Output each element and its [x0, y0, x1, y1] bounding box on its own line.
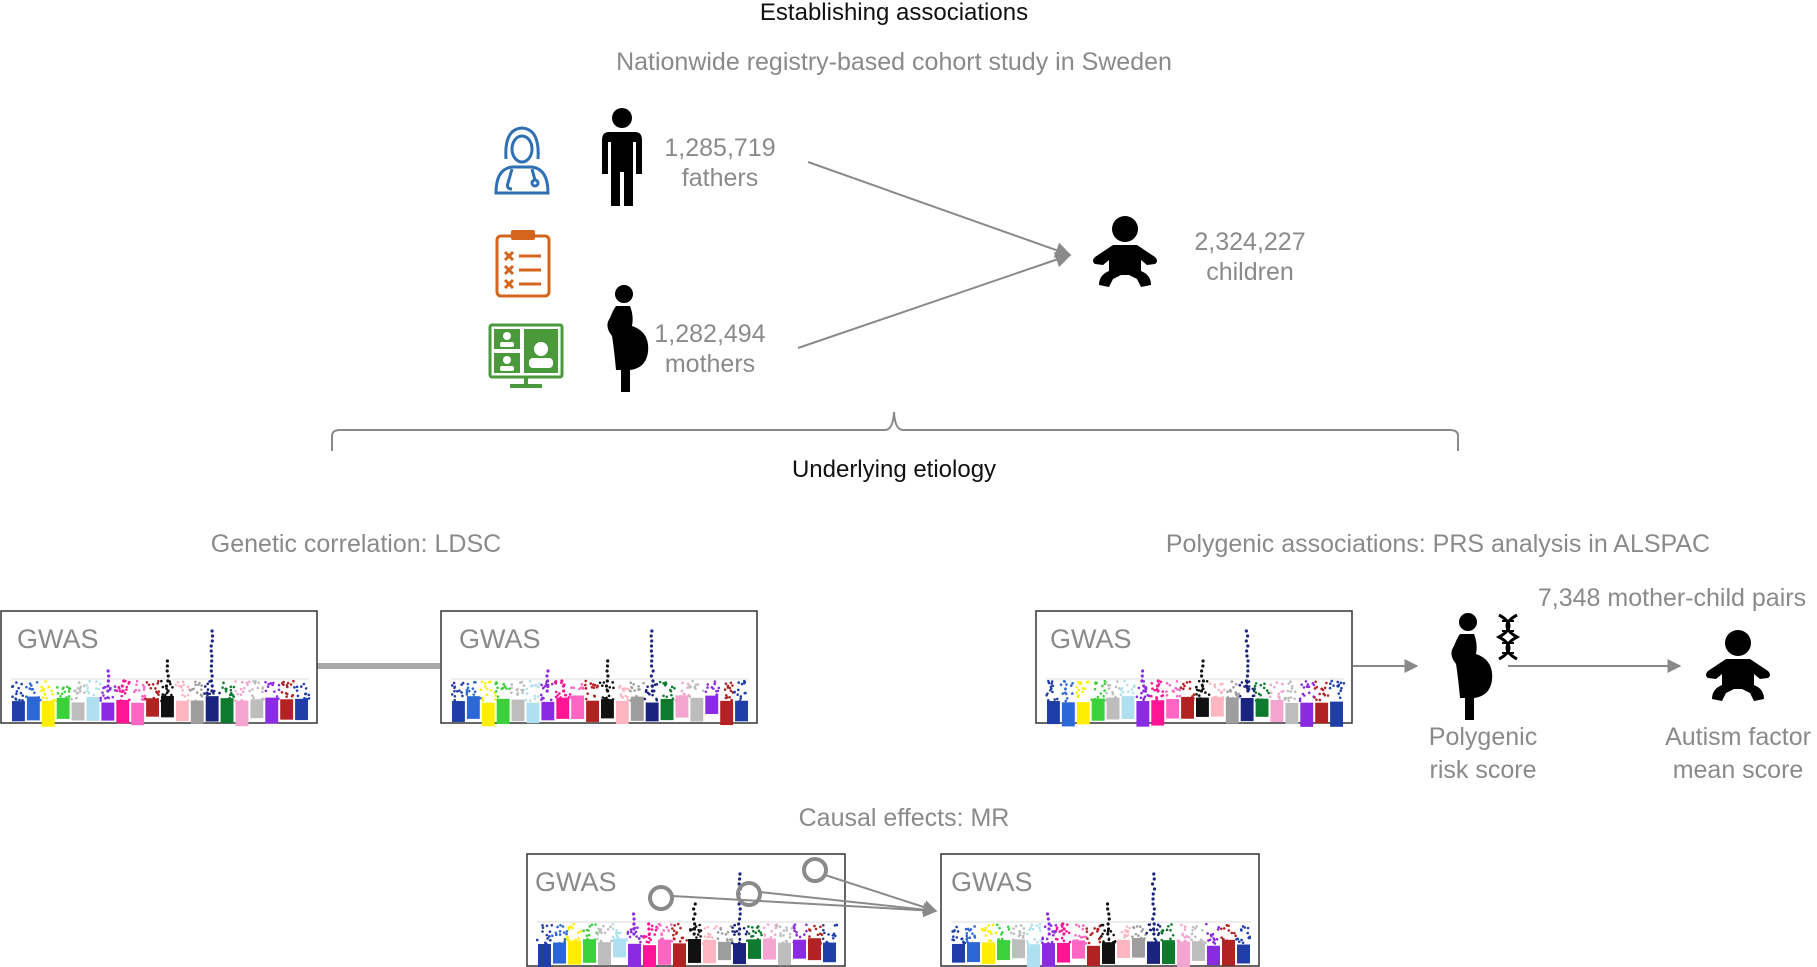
etiology-brace [331, 411, 1459, 451]
fathers-count: 1,285,719 [664, 134, 775, 162]
baby-icon [1093, 216, 1157, 287]
gwas-label: GWAS [951, 867, 1033, 897]
gwas-panel-prs: GWAS [1035, 610, 1353, 727]
video-consultation-icon [488, 323, 564, 388]
gwas-label: GWAS [459, 624, 541, 654]
mothers-count: 1,282,494 [654, 320, 765, 348]
doctor-icon [494, 126, 550, 195]
gwas-panel-ldsc-1: GWAS [0, 610, 318, 727]
gwas-panel-mr-outcome: GWAS [940, 853, 1260, 967]
autism-factor-line2: mean score [1673, 756, 1804, 784]
manhattan-plot [10, 629, 311, 727]
prs-title: Polygenic associations: PRS analysis in … [1166, 530, 1710, 558]
prs-mother-icon [1451, 613, 1493, 720]
mr-title: Causal effects: MR [799, 804, 1010, 832]
gwas-panel-ldsc-2: GWAS [440, 610, 758, 727]
gwas-label: GWAS [17, 624, 99, 654]
polygenic-risk-score-line1: Polygenic [1429, 723, 1537, 751]
manhattan-plot [535, 872, 839, 967]
manhattan-plot [1045, 629, 1346, 727]
mr-instrument-circle [648, 885, 674, 911]
manhattan-plot [951, 872, 1252, 967]
mr-instrument-circle [736, 881, 762, 907]
autism-factor-line1: Autism factor [1665, 723, 1811, 751]
mr-instrument-arrows [671, 874, 938, 918]
fathers-to-children-arrow [807, 161, 1072, 258]
cohort-study-subheading: Nationwide registry-based cohort study i… [616, 48, 1172, 76]
gwas-label: GWAS [535, 867, 617, 897]
mothers-label: mothers [665, 350, 755, 378]
prs-baby-icon [1706, 630, 1770, 701]
ldsc-title: Genetic correlation: LDSC [211, 530, 501, 558]
dna-icon [1495, 613, 1521, 661]
underlying-etiology-heading: Underlying etiology [792, 456, 996, 483]
gwas-panel-mr-exposure: GWAS [526, 853, 846, 967]
fathers-label: fathers [682, 164, 758, 192]
manhattan-plot [450, 629, 749, 727]
polygenic-risk-score-line2: risk score [1430, 756, 1537, 784]
clipboard-icon [495, 230, 551, 298]
children-count: 2,324,227 [1194, 228, 1305, 256]
mothers-to-children-arrow [797, 252, 1072, 349]
father-icon [602, 108, 642, 206]
gwas-label: GWAS [1050, 624, 1132, 654]
mr-instrument-circle [802, 857, 828, 883]
children-label: children [1206, 258, 1294, 286]
establishing-associations-heading: Establishing associations [760, 0, 1028, 26]
mother-child-pairs-label: 7,348 mother-child pairs [1538, 584, 1806, 612]
pregnant-mother-icon [607, 285, 649, 392]
